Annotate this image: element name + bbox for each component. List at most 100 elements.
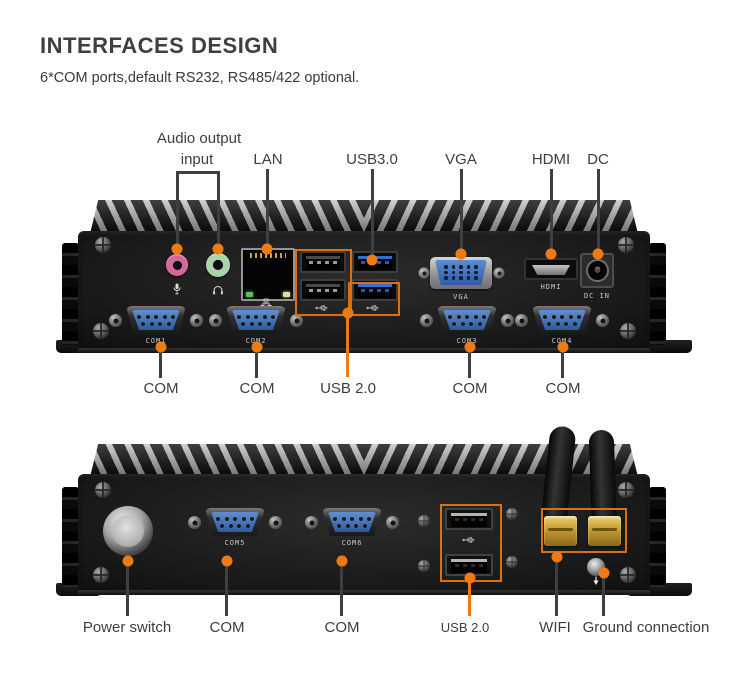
ground-dot [598, 567, 610, 579]
lan-dot [261, 243, 273, 255]
rear-left-ridge [62, 243, 79, 345]
callout-audio-output: Audio output [156, 130, 242, 147]
front-right-ridge [649, 487, 666, 587]
com1-silkscreen: COM1 [145, 337, 167, 345]
mic-leader-line [176, 171, 179, 249]
usb2-callout-box-lower [348, 282, 400, 316]
dc-leader-line [597, 169, 600, 254]
callout-com3: COM [452, 380, 488, 397]
vga-dot [455, 248, 467, 260]
usb-trident-icon [462, 536, 476, 544]
usb2-leader-line [346, 313, 349, 377]
callout-com4: COM [545, 380, 581, 397]
com4-silkscreen: COM4 [514, 337, 610, 345]
hdmi-dot [545, 248, 557, 260]
vga-leader-line [460, 169, 463, 254]
callout-vga: VGA [445, 151, 477, 168]
com2-leader-line [255, 352, 258, 378]
callout-com1: COM [143, 380, 179, 397]
callout-lan: LAN [253, 151, 283, 168]
vga-screw-left [418, 267, 430, 279]
power-leader-line [126, 566, 129, 616]
usb2-dot [342, 307, 354, 319]
dc-in-silkscreen: DC IN [583, 292, 611, 300]
screw-icon [95, 237, 111, 253]
hdmi-leader-line [550, 169, 553, 254]
usb2-front-dot [464, 572, 476, 584]
headphone-dot [212, 243, 224, 255]
screw-icon [93, 323, 109, 339]
front-base-edge [78, 590, 650, 595]
rear-right-ridge [649, 243, 666, 345]
com2-silkscreen: COM2 [208, 337, 304, 345]
page-subtitle: 6*COM ports,default RS232, RS485/422 opt… [40, 70, 360, 86]
callout-dc: DC [587, 151, 609, 168]
wifi-callout-box [541, 508, 627, 553]
callout-com2: COM [239, 380, 275, 397]
audio-bracket-line [176, 171, 220, 174]
ground-leader-line [602, 577, 605, 616]
com1-dot [155, 341, 167, 353]
vga-port [430, 257, 492, 289]
com5-dot [221, 555, 233, 567]
com5-leader-line [225, 566, 228, 616]
rear-base-edge [78, 348, 650, 353]
usb2-callout-box [295, 249, 352, 316]
dc-dot [592, 248, 604, 260]
com2-port: COM2 [208, 304, 304, 352]
vga-screw-right [493, 267, 505, 279]
page-title: INTERFACES DESIGN [40, 33, 279, 58]
usb-trident-icon [366, 304, 380, 312]
lan-port [241, 248, 295, 301]
callout-hdmi: HDMI [531, 151, 571, 168]
com6-leader-line [340, 566, 343, 616]
hdmi-silkscreen: HDMI [540, 283, 562, 291]
callout-usb3: USB3.0 [346, 151, 398, 168]
screw-icon [506, 556, 518, 568]
headphone-leader-line [217, 171, 220, 249]
com3-port: COM3 [419, 304, 515, 352]
callout-usb2-rear: USB 2.0 [320, 380, 376, 397]
usb2-port-front-upper [445, 508, 493, 530]
screw-icon [620, 567, 636, 583]
callout-usb2-front: USB 2.0 [440, 620, 490, 635]
screw-icon [620, 323, 636, 339]
com4-dot [557, 341, 569, 353]
screw-icon [618, 237, 634, 253]
com2-dot [251, 341, 263, 353]
callout-power-switch: Power switch [82, 619, 172, 636]
wifi-sma-connector-left [544, 516, 577, 546]
com5-silkscreen: COM5 [224, 539, 246, 547]
screw-icon [93, 567, 109, 583]
vga-silkscreen: VGA [453, 293, 469, 301]
callout-ground: Ground connection [582, 619, 710, 636]
mic-dot [171, 243, 183, 255]
usb2-port-front-lower [445, 554, 493, 576]
usb-trident-icon [315, 304, 329, 312]
usb2-front-callout-box [440, 504, 502, 582]
usb2-ports-rear [300, 251, 346, 307]
wifi-dot [551, 551, 563, 563]
usb3-dot [366, 254, 378, 266]
power-dot [122, 555, 134, 567]
com5-port: COM5 [187, 506, 283, 554]
power-switch [103, 506, 153, 556]
com6-port: COM6 [304, 506, 400, 554]
callout-wifi: WIFI [539, 619, 571, 636]
com1-port: COM1 [108, 304, 204, 352]
lan-leader-line [266, 169, 269, 249]
usb3-leader-line [371, 169, 374, 260]
screw-icon [95, 482, 111, 498]
com3-leader-line [468, 352, 471, 378]
rear-heatsink-fins [90, 200, 638, 234]
mic-jack [166, 254, 188, 276]
headphone-jack [206, 253, 230, 277]
screw-icon [618, 482, 634, 498]
callout-com6: COM [324, 619, 360, 636]
com3-silkscreen: COM3 [419, 337, 515, 345]
screw-icon [418, 560, 430, 572]
front-left-ridge [62, 487, 79, 587]
screw-icon [506, 508, 518, 520]
wifi-leader-line [555, 562, 558, 616]
